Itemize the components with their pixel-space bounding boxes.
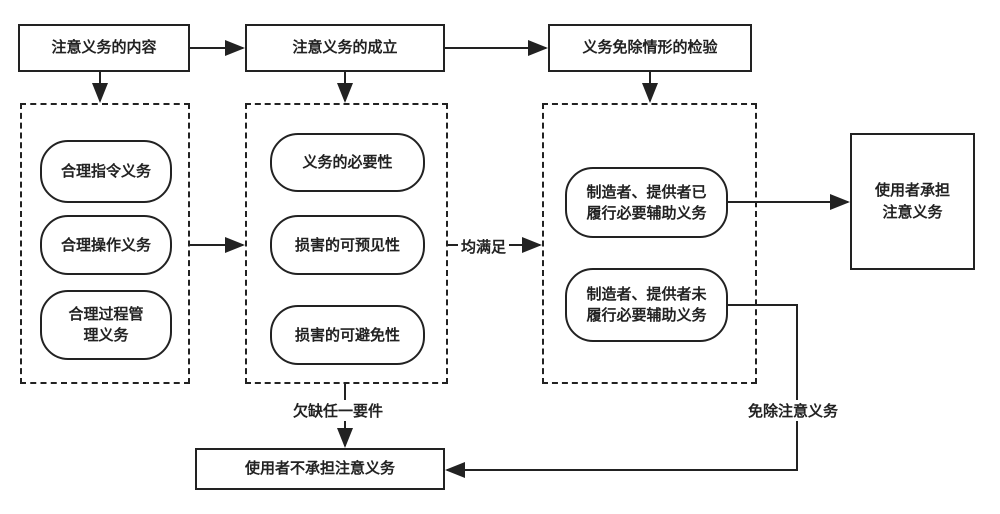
exemption-box: 义务免除情形的检验 xyxy=(548,24,752,72)
user-bears-box: 使用者承担注意义务 xyxy=(850,133,975,270)
missing-any-label: 欠缺任一要件 xyxy=(290,400,387,421)
establish-item: 义务的必要性 xyxy=(270,133,425,192)
exemption-group xyxy=(542,103,757,384)
establish-box: 注意义务的成立 xyxy=(245,24,445,72)
establish-group xyxy=(245,103,448,384)
exemption-item: 制造者、提供者已履行必要辅助义务 xyxy=(565,167,728,238)
content-item: 合理过程管理义务 xyxy=(40,290,172,360)
content-item: 合理指令义务 xyxy=(40,140,172,203)
establish-item: 损害的可预见性 xyxy=(270,215,425,275)
exempt-label: 免除注意义务 xyxy=(745,400,842,421)
user-not-bear-box: 使用者不承担注意义务 xyxy=(195,448,445,490)
all-met-label: 均满足 xyxy=(458,236,510,257)
arrow-exempt xyxy=(445,304,798,478)
content-box: 注意义务的内容 xyxy=(18,24,190,72)
content-item: 合理操作义务 xyxy=(40,215,172,275)
exemption-item: 制造者、提供者未履行必要辅助义务 xyxy=(565,268,728,342)
establish-item: 损害的可避免性 xyxy=(270,305,425,365)
content-group xyxy=(20,103,190,384)
